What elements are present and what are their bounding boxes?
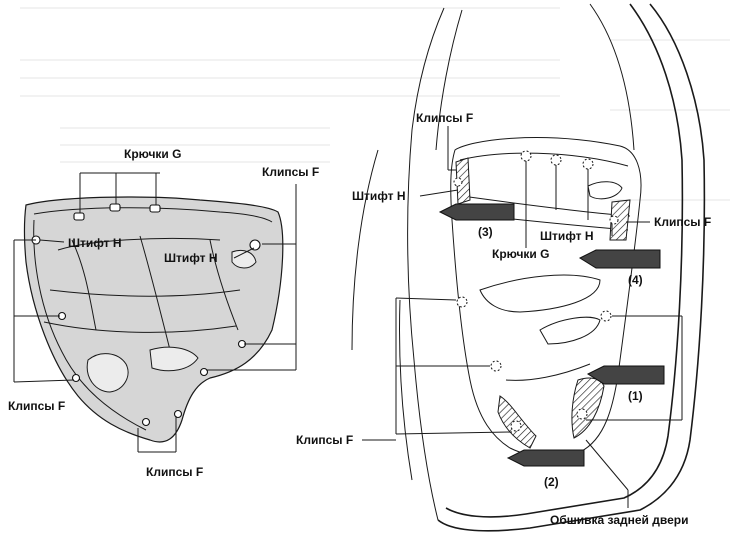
label-pin-h-right-1: Штифт H xyxy=(352,189,406,203)
hook-g-marker-2 xyxy=(109,203,121,212)
right-leader-lines xyxy=(362,126,683,508)
label-rear-door-trim: Обшивка задней двери xyxy=(550,513,688,527)
right-fasteners xyxy=(453,150,619,432)
left-leader-lines xyxy=(13,172,297,453)
label-hooks-g-right: Крючки G xyxy=(492,247,549,261)
step-number-2: (2) xyxy=(544,475,559,489)
label-hooks-g-left: Крючки G xyxy=(124,147,181,161)
label-clips-f-top-right: Клипсы F xyxy=(416,111,473,125)
clip-f-marker-6 xyxy=(173,409,183,419)
label-pin-h-left-1: Штифт H xyxy=(68,236,122,250)
removal-arrows xyxy=(438,203,665,467)
label-clips-f-bottom-left: Клипсы F xyxy=(146,465,203,479)
label-clips-f-right-side: Клипсы F xyxy=(654,215,711,229)
removed-trim-panel xyxy=(23,196,284,443)
step-number-1: (1) xyxy=(628,389,643,403)
step-number-3: (3) xyxy=(478,225,493,239)
hook-g-marker-r1 xyxy=(520,150,532,162)
arrow-step-4 xyxy=(578,249,661,269)
clip-f-marker-r2 xyxy=(490,360,502,372)
hook-g-marker-r3 xyxy=(582,158,594,170)
pin-h-marker-right xyxy=(249,239,261,251)
pin-h-marker-r1 xyxy=(453,177,463,187)
label-clips-f-top-left-panel: Клипсы F xyxy=(262,165,319,179)
hook-g-marker-3 xyxy=(149,204,161,213)
clip-f-marker-4 xyxy=(199,367,209,377)
clip-f-marker-r3 xyxy=(600,310,612,322)
clip-f-marker-5 xyxy=(141,417,151,427)
hook-g-marker-r2 xyxy=(550,154,562,166)
clip-f-marker-r1 xyxy=(456,296,468,308)
clip-f-marker-r4 xyxy=(576,408,588,420)
installed-trim-panel xyxy=(450,137,642,458)
arrow-step-2 xyxy=(506,449,585,467)
label-clips-f-bottom-right: Клипсы F xyxy=(296,433,353,447)
door-frame xyxy=(351,3,706,532)
pin-h-marker-r2 xyxy=(609,215,619,225)
clip-f-marker-r5 xyxy=(510,420,522,432)
bleed-through-background xyxy=(20,7,730,201)
hook-g-marker-1 xyxy=(73,212,85,221)
left-fasteners xyxy=(31,203,261,427)
clip-f-marker-2 xyxy=(71,373,81,383)
arrow-step-1 xyxy=(586,365,665,385)
arrow-step-3 xyxy=(438,203,515,221)
label-pin-h-left-2: Штифт H xyxy=(164,251,218,265)
step-number-4: (4) xyxy=(628,273,643,287)
label-clips-f-left-side: Клипсы F xyxy=(8,399,65,413)
label-pin-h-right-2: Штифт H xyxy=(540,229,594,243)
